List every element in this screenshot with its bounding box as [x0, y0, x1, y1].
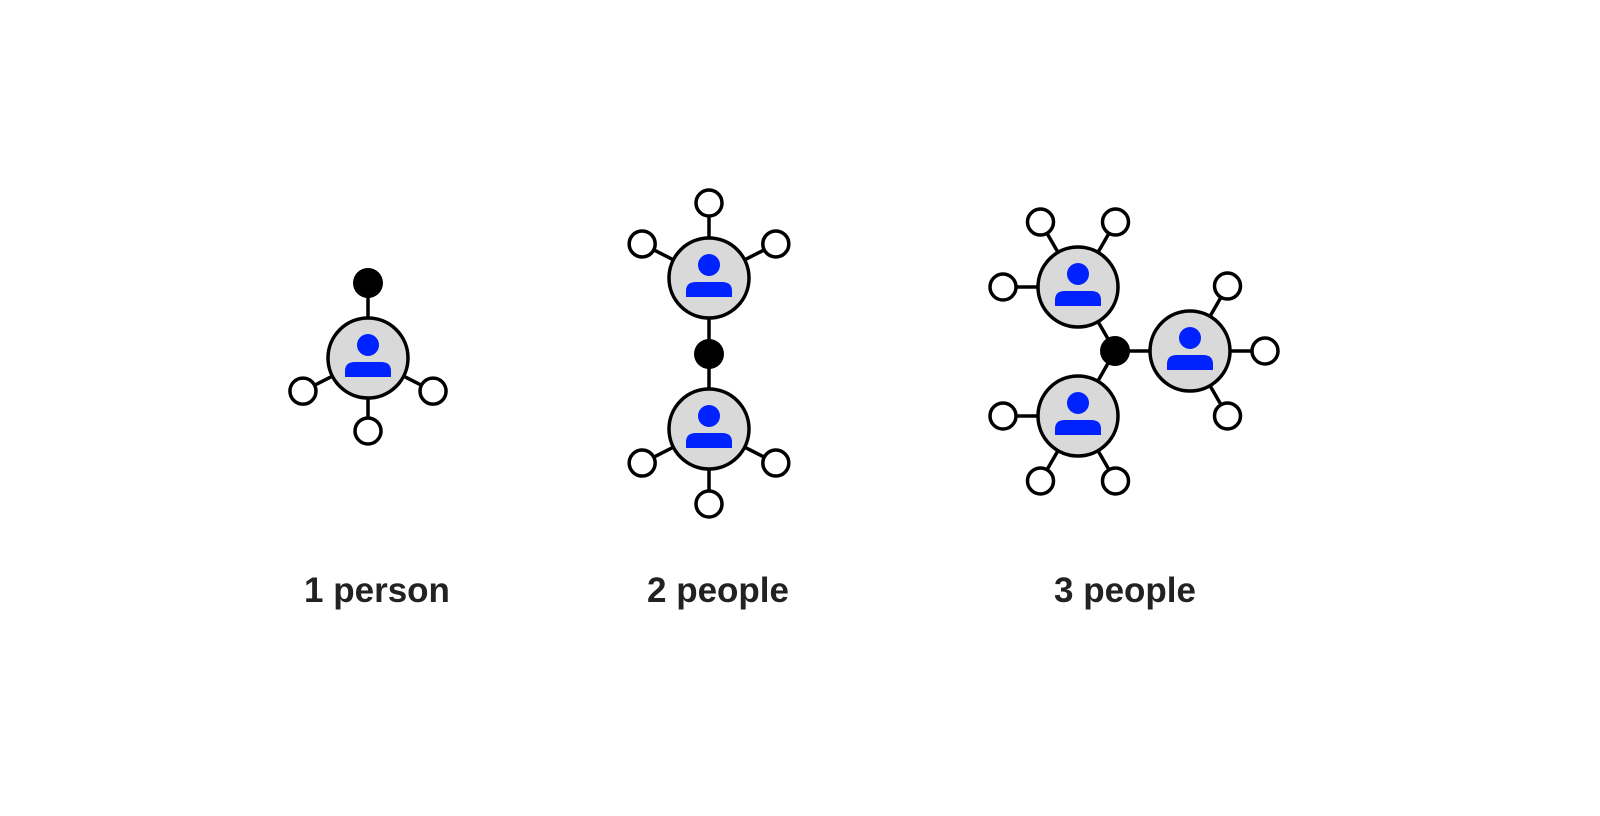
- person-circle: [326, 316, 410, 400]
- person-head: [698, 254, 720, 276]
- open-circle-icon: [694, 489, 724, 519]
- open-circle-icon: [1025, 466, 1056, 496]
- open-circle-icon: [1212, 271, 1243, 301]
- person-node: [326, 316, 410, 400]
- person-node: [667, 236, 751, 320]
- open-circle-icon: [694, 188, 724, 218]
- open-circle-icon: [353, 416, 383, 446]
- caption-1-person: 1 person: [304, 571, 450, 610]
- caption-2-people: 2 people: [647, 571, 789, 610]
- person-circle: [1036, 245, 1120, 329]
- open-circle-icon: [627, 229, 657, 259]
- open-circle-icon: [761, 448, 791, 478]
- person-icon: [1055, 263, 1101, 306]
- person-icon: [1167, 327, 1213, 370]
- person-body: [686, 282, 732, 297]
- open-circle-icon: [418, 376, 448, 406]
- person-node: [1036, 245, 1120, 329]
- person-body: [686, 433, 732, 448]
- person-node: [667, 387, 751, 471]
- open-circle-icon: [988, 272, 1018, 302]
- person-icon: [686, 405, 732, 448]
- person-circle: [1036, 374, 1120, 458]
- filled-circle-icon: [1100, 336, 1130, 366]
- person-icon: [686, 254, 732, 297]
- person-head: [357, 334, 379, 356]
- person-icon: [1055, 392, 1101, 435]
- person-head: [698, 405, 720, 427]
- filled-circle-icon: [353, 268, 383, 298]
- open-circle-icon: [1100, 207, 1131, 237]
- person-node: [1036, 374, 1120, 458]
- person-head: [1067, 263, 1089, 285]
- person-body: [1055, 420, 1101, 435]
- open-circle-icon: [1100, 466, 1131, 496]
- open-circle-icon: [1212, 401, 1243, 431]
- person-body: [345, 362, 391, 377]
- person-circle: [667, 236, 751, 320]
- person-circle: [1148, 309, 1232, 393]
- person-circle: [667, 387, 751, 471]
- open-circle-icon: [1025, 207, 1056, 237]
- open-circle-icon: [988, 401, 1018, 431]
- person-head: [1179, 327, 1201, 349]
- person-head: [1067, 392, 1089, 414]
- person-icon: [345, 334, 391, 377]
- caption-3-people: 3 people: [1054, 571, 1196, 610]
- person-node: [1148, 309, 1232, 393]
- open-circle-icon: [288, 376, 318, 406]
- open-circle-icon: [1250, 336, 1280, 366]
- open-circle-icon: [761, 229, 791, 259]
- filled-circle-icon: [694, 339, 724, 369]
- person-body: [1167, 355, 1213, 370]
- nodes: [288, 188, 1280, 519]
- person-body: [1055, 291, 1101, 306]
- open-circle-icon: [627, 448, 657, 478]
